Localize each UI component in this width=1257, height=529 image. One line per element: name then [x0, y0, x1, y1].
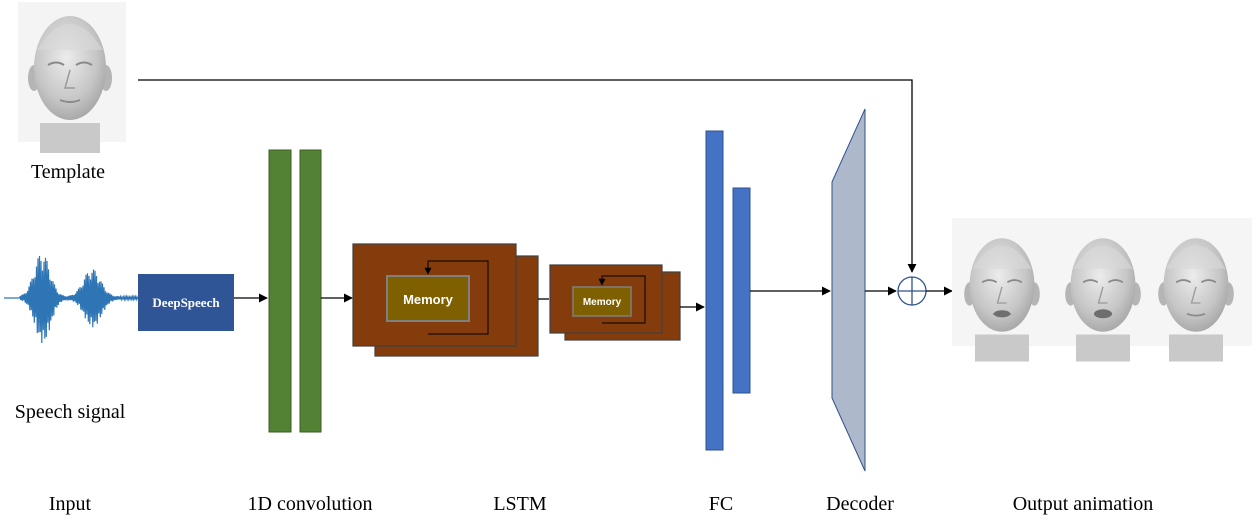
- input-label: Input: [49, 493, 92, 515]
- output-animation-faces: [952, 218, 1252, 363]
- lstm-block-large: Memory: [352, 243, 539, 357]
- speech-waveform-icon: [4, 255, 139, 344]
- fc-label: FC: [709, 493, 733, 515]
- decoder-block: [831, 108, 866, 472]
- template-label: Template: [31, 161, 105, 183]
- output-face-2: [1064, 237, 1142, 363]
- speech-signal-label: Speech signal: [15, 401, 126, 423]
- template-face-image: [18, 2, 126, 154]
- output-face-1: [963, 237, 1041, 363]
- deepspeech-label: DeepSpeech: [152, 295, 220, 310]
- decoder-label: Decoder: [826, 493, 894, 515]
- conv-label: 1D convolution: [248, 493, 373, 515]
- output-label: Output animation: [1013, 493, 1154, 515]
- template-connection-line: [138, 79, 917, 273]
- conv-layers: [268, 149, 322, 433]
- memory-small-label: Memory: [583, 297, 622, 308]
- deepspeech-block: DeepSpeech: [138, 274, 234, 331]
- memory-large-label: Memory: [403, 292, 454, 307]
- lstm-block-small: Memory: [549, 264, 681, 341]
- add-operation-icon: [897, 276, 927, 306]
- fc-layers: [705, 130, 751, 451]
- lstm-label: LSTM: [493, 493, 547, 515]
